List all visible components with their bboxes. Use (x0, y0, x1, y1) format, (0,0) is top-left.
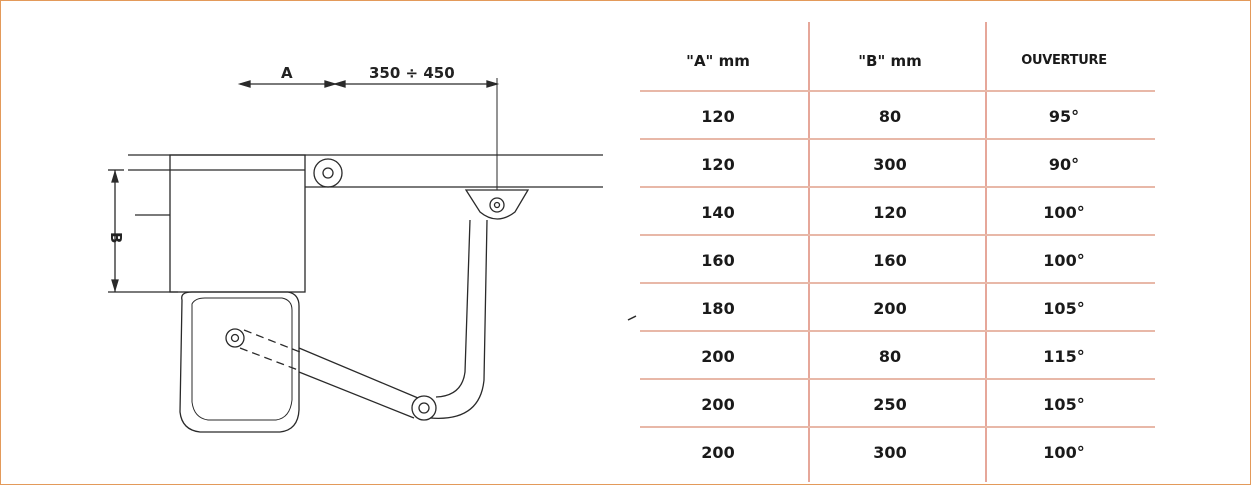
cell-b: 120 (873, 203, 907, 222)
gate-hinge (313, 158, 343, 188)
table-row-divider (640, 426, 1155, 428)
cell-a: 120 (701, 107, 735, 126)
cell-b: 80 (878, 347, 902, 366)
table-column-divider (985, 22, 987, 482)
table-row-divider (640, 234, 1155, 236)
hidden-arm-line (239, 347, 299, 371)
gate-bracket-pivot (489, 197, 505, 213)
opening-angle-table: "A" mm "B" mm OUVERTURE 120 80 95° 120 3… (640, 22, 1155, 482)
arrowhead (111, 169, 119, 183)
dimension-label-a: A (281, 64, 293, 82)
gate-opener-diagram: A 350 ÷ 450 B (107, 64, 637, 433)
gate-bracket (464, 189, 530, 220)
gate-bracket-pivot-pin (493, 201, 501, 209)
table-column-divider (808, 22, 810, 482)
cell-angle: 105° (1043, 395, 1085, 414)
cell-b: 160 (873, 251, 907, 270)
table-row-divider (640, 330, 1155, 332)
cell-b: 250 (873, 395, 907, 414)
dimension-label-range: 350 ÷ 450 (369, 64, 455, 82)
lower-arm (298, 347, 419, 419)
cell-angle: 100° (1043, 203, 1085, 222)
dimension-label-b: B (107, 232, 125, 243)
cell-a: 140 (701, 203, 735, 222)
cell-a: 160 (701, 251, 735, 270)
cell-b: 300 (873, 155, 907, 174)
header-b-mm: "B" mm (858, 52, 922, 70)
cell-b: 80 (878, 107, 902, 126)
cell-a: 200 (701, 347, 735, 366)
table-row-divider (640, 282, 1155, 284)
header-ouverture: OUVERTURE (1021, 53, 1107, 68)
motor-housing-inner (191, 297, 293, 421)
cell-a: 200 (701, 443, 735, 462)
cell-a: 120 (701, 155, 735, 174)
table-row-divider (640, 90, 1155, 92)
motor-housing (179, 291, 300, 433)
upper-arm (429, 219, 488, 419)
arrowhead (486, 80, 500, 88)
table-row-divider (640, 186, 1155, 188)
hidden-arm-line (243, 329, 301, 353)
motor-pivot-pin (230, 333, 240, 343)
cell-a: 180 (701, 299, 735, 318)
elbow-joint (411, 395, 437, 421)
cell-angle: 105° (1043, 299, 1085, 318)
cell-angle: 100° (1043, 443, 1085, 462)
table-row-divider (640, 378, 1155, 380)
scan-mark (627, 315, 637, 321)
mounting-box (169, 154, 306, 293)
cell-angle: 100° (1043, 251, 1085, 270)
header-a-mm: "A" mm (686, 52, 750, 70)
elbow-joint-pin (418, 402, 430, 414)
cell-angle: 90° (1048, 155, 1080, 174)
cell-angle: 95° (1048, 107, 1080, 126)
arrowhead (332, 80, 346, 88)
cell-b: 300 (873, 443, 907, 462)
arrowhead (111, 279, 119, 293)
arrowhead (324, 80, 338, 88)
cell-angle: 115° (1043, 347, 1085, 366)
motor-pivot (225, 328, 245, 348)
cell-b: 200 (873, 299, 907, 318)
cell-a: 200 (701, 395, 735, 414)
gate-hinge-pin (322, 167, 334, 179)
arrowhead (237, 80, 251, 88)
table-row-divider (640, 138, 1155, 140)
